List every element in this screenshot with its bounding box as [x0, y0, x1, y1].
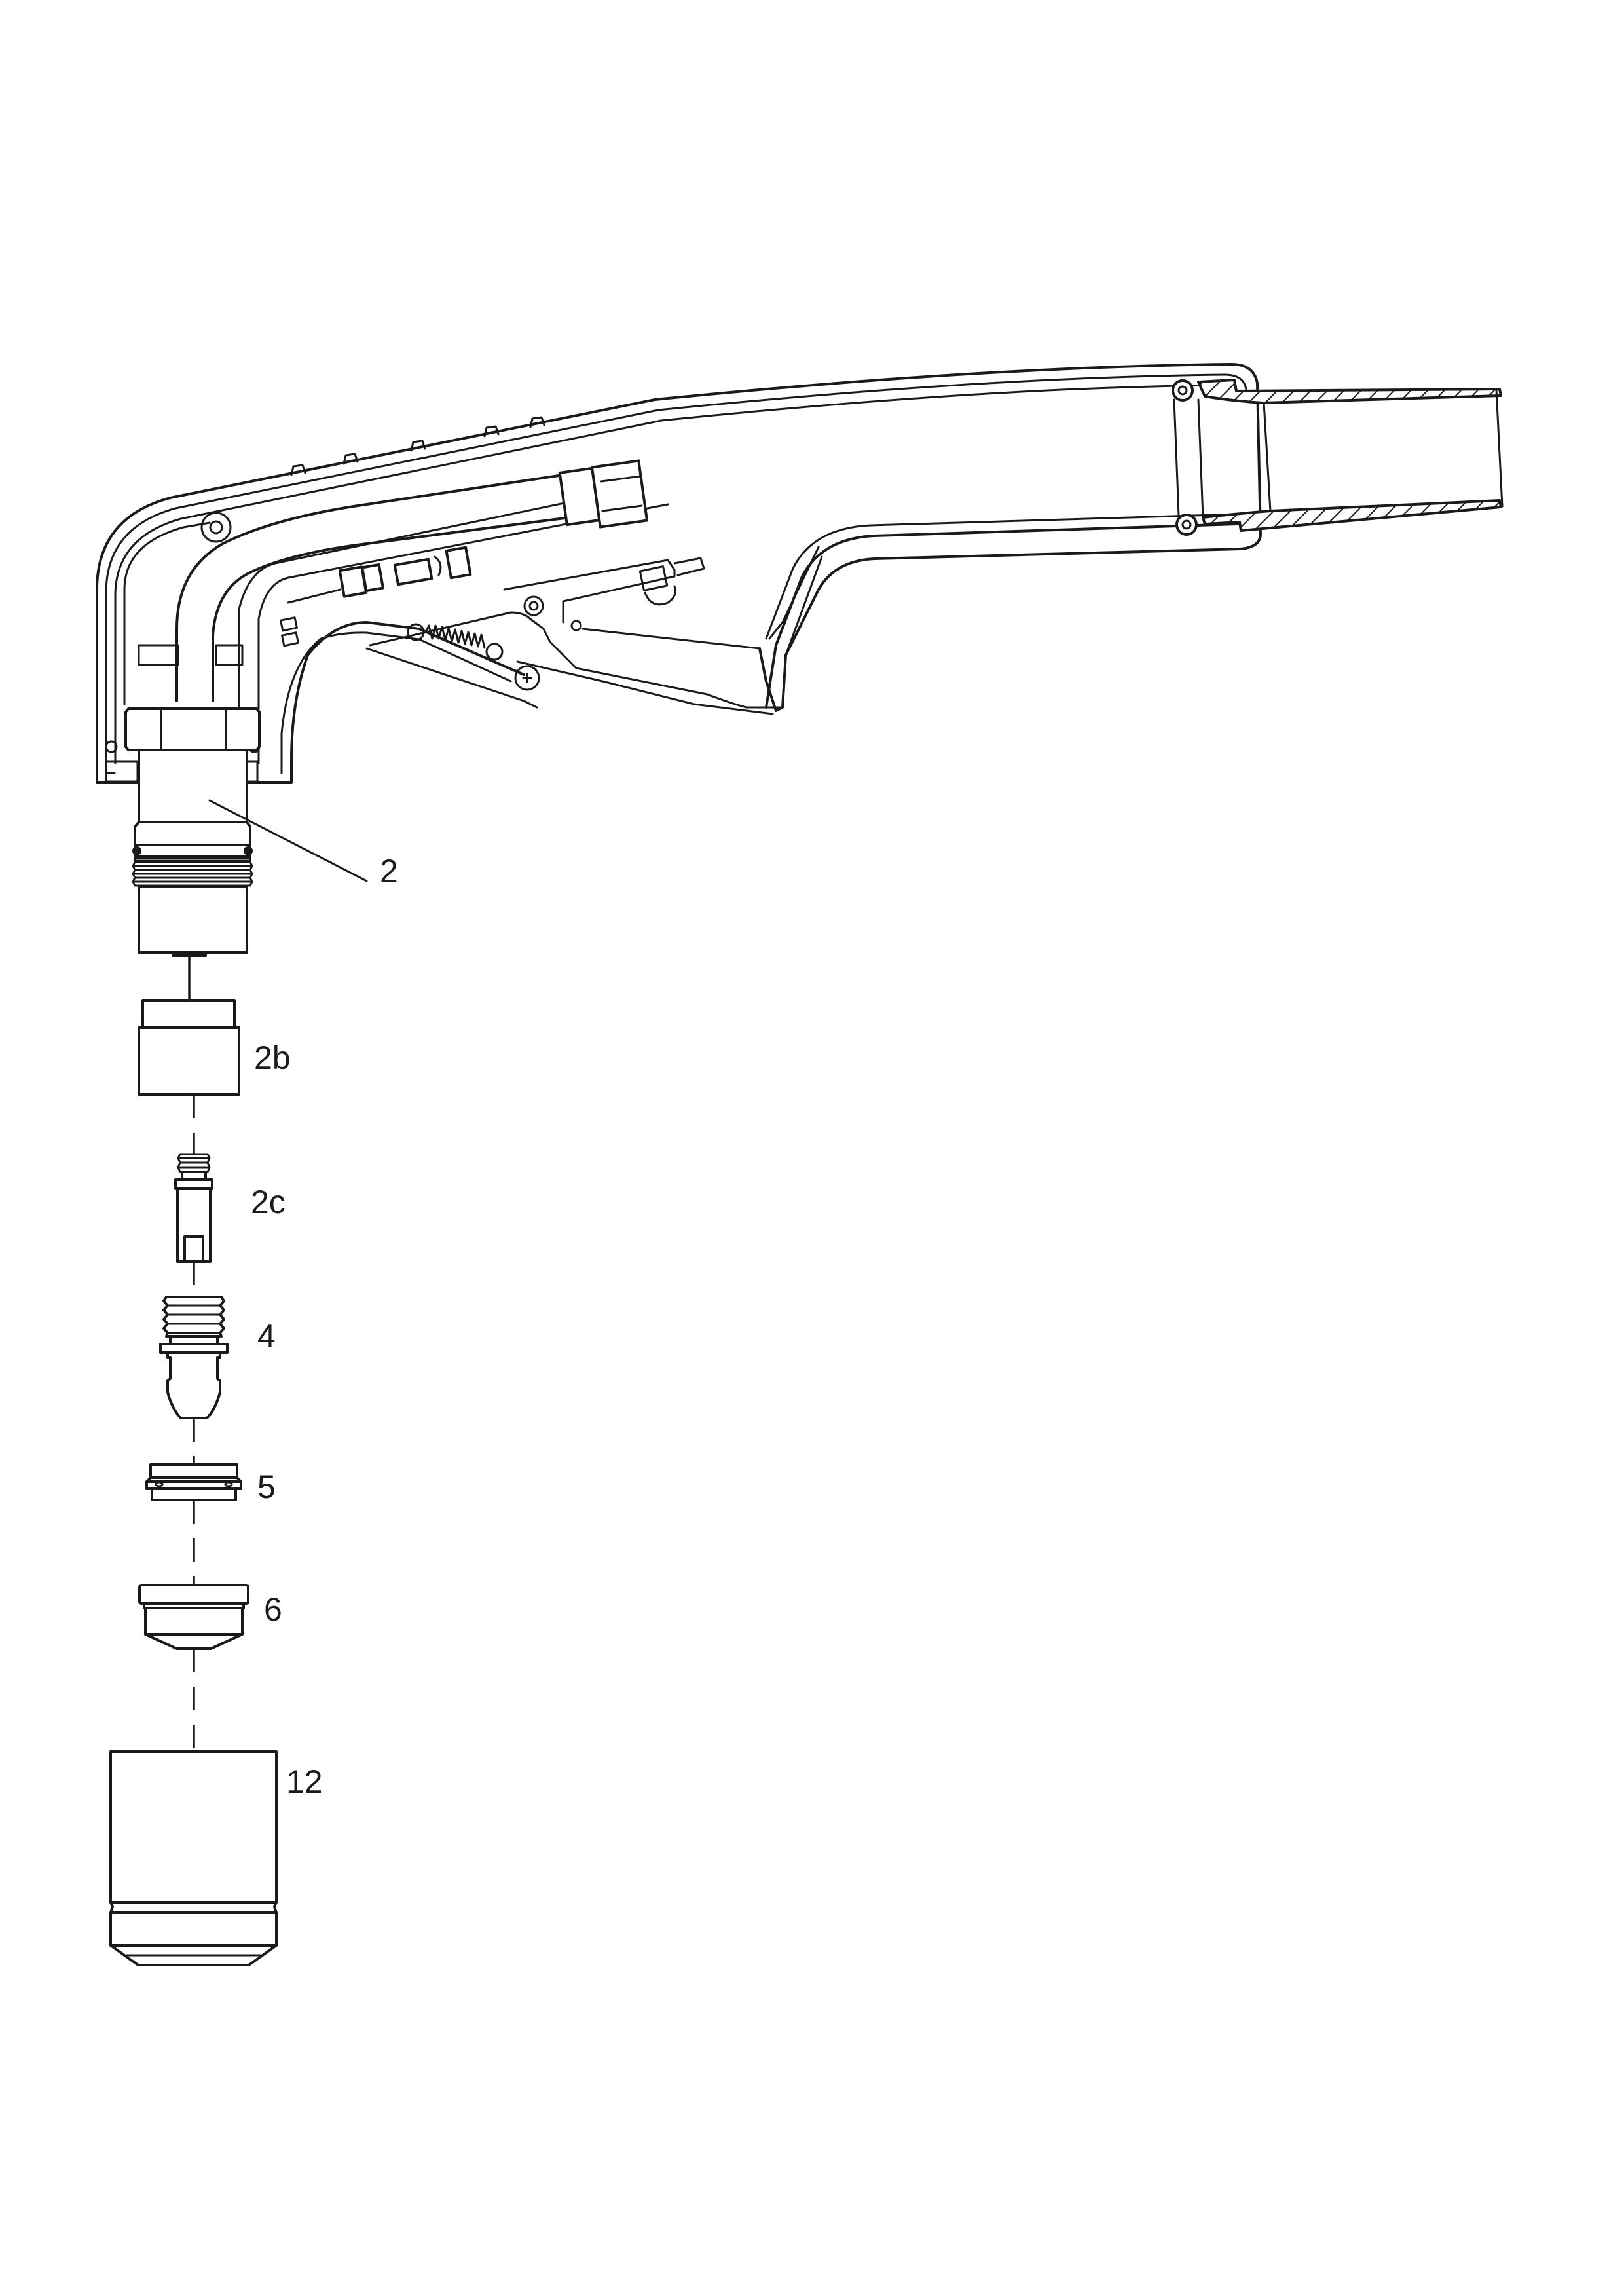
mount-boss-outer — [200, 512, 232, 543]
wire-connector-2 — [393, 557, 434, 586]
part-2c-insert — [174, 1153, 213, 1263]
handle-inner-shell — [105, 373, 1247, 774]
part-2b-sleeve — [138, 999, 240, 1096]
o-ring-left — [132, 846, 141, 855]
trigger-pivot — [514, 665, 540, 691]
bracket-left — [138, 644, 179, 666]
spring-anchor — [407, 623, 425, 641]
inner-frame — [123, 521, 211, 705]
grip-ribs — [290, 416, 545, 476]
trigger-lever — [369, 611, 784, 709]
hex-nut — [124, 707, 261, 751]
callout-2: 2 — [380, 853, 398, 890]
callout-6: 6 — [264, 1591, 282, 1628]
part-2-torch-head — [124, 707, 368, 957]
cable-strain-relief — [1172, 379, 1504, 536]
callout-2b: 2b — [254, 1040, 291, 1076]
handle-outer-shell — [96, 363, 1262, 784]
spring-icon — [424, 624, 486, 649]
part-4-electrode — [159, 1296, 229, 1419]
thread-icon — [132, 857, 253, 887]
callout-2c: 2c — [251, 1184, 286, 1220]
gas-tube — [175, 474, 564, 702]
torch-handle — [96, 363, 1504, 784]
part-6-nozzle — [138, 1584, 249, 1650]
o-ring-right — [244, 846, 253, 855]
callout-5: 5 — [257, 1469, 276, 1505]
part-5-swirl-ring — [145, 1463, 242, 1501]
leader-line-2 — [208, 799, 368, 882]
callout-12: 12 — [286, 1763, 323, 1800]
callout-4: 4 — [257, 1318, 276, 1355]
pivot-boss — [523, 595, 544, 616]
part-12-shield-cup — [109, 1750, 278, 1966]
hose-nut — [590, 459, 649, 529]
bracket-right — [215, 644, 244, 666]
